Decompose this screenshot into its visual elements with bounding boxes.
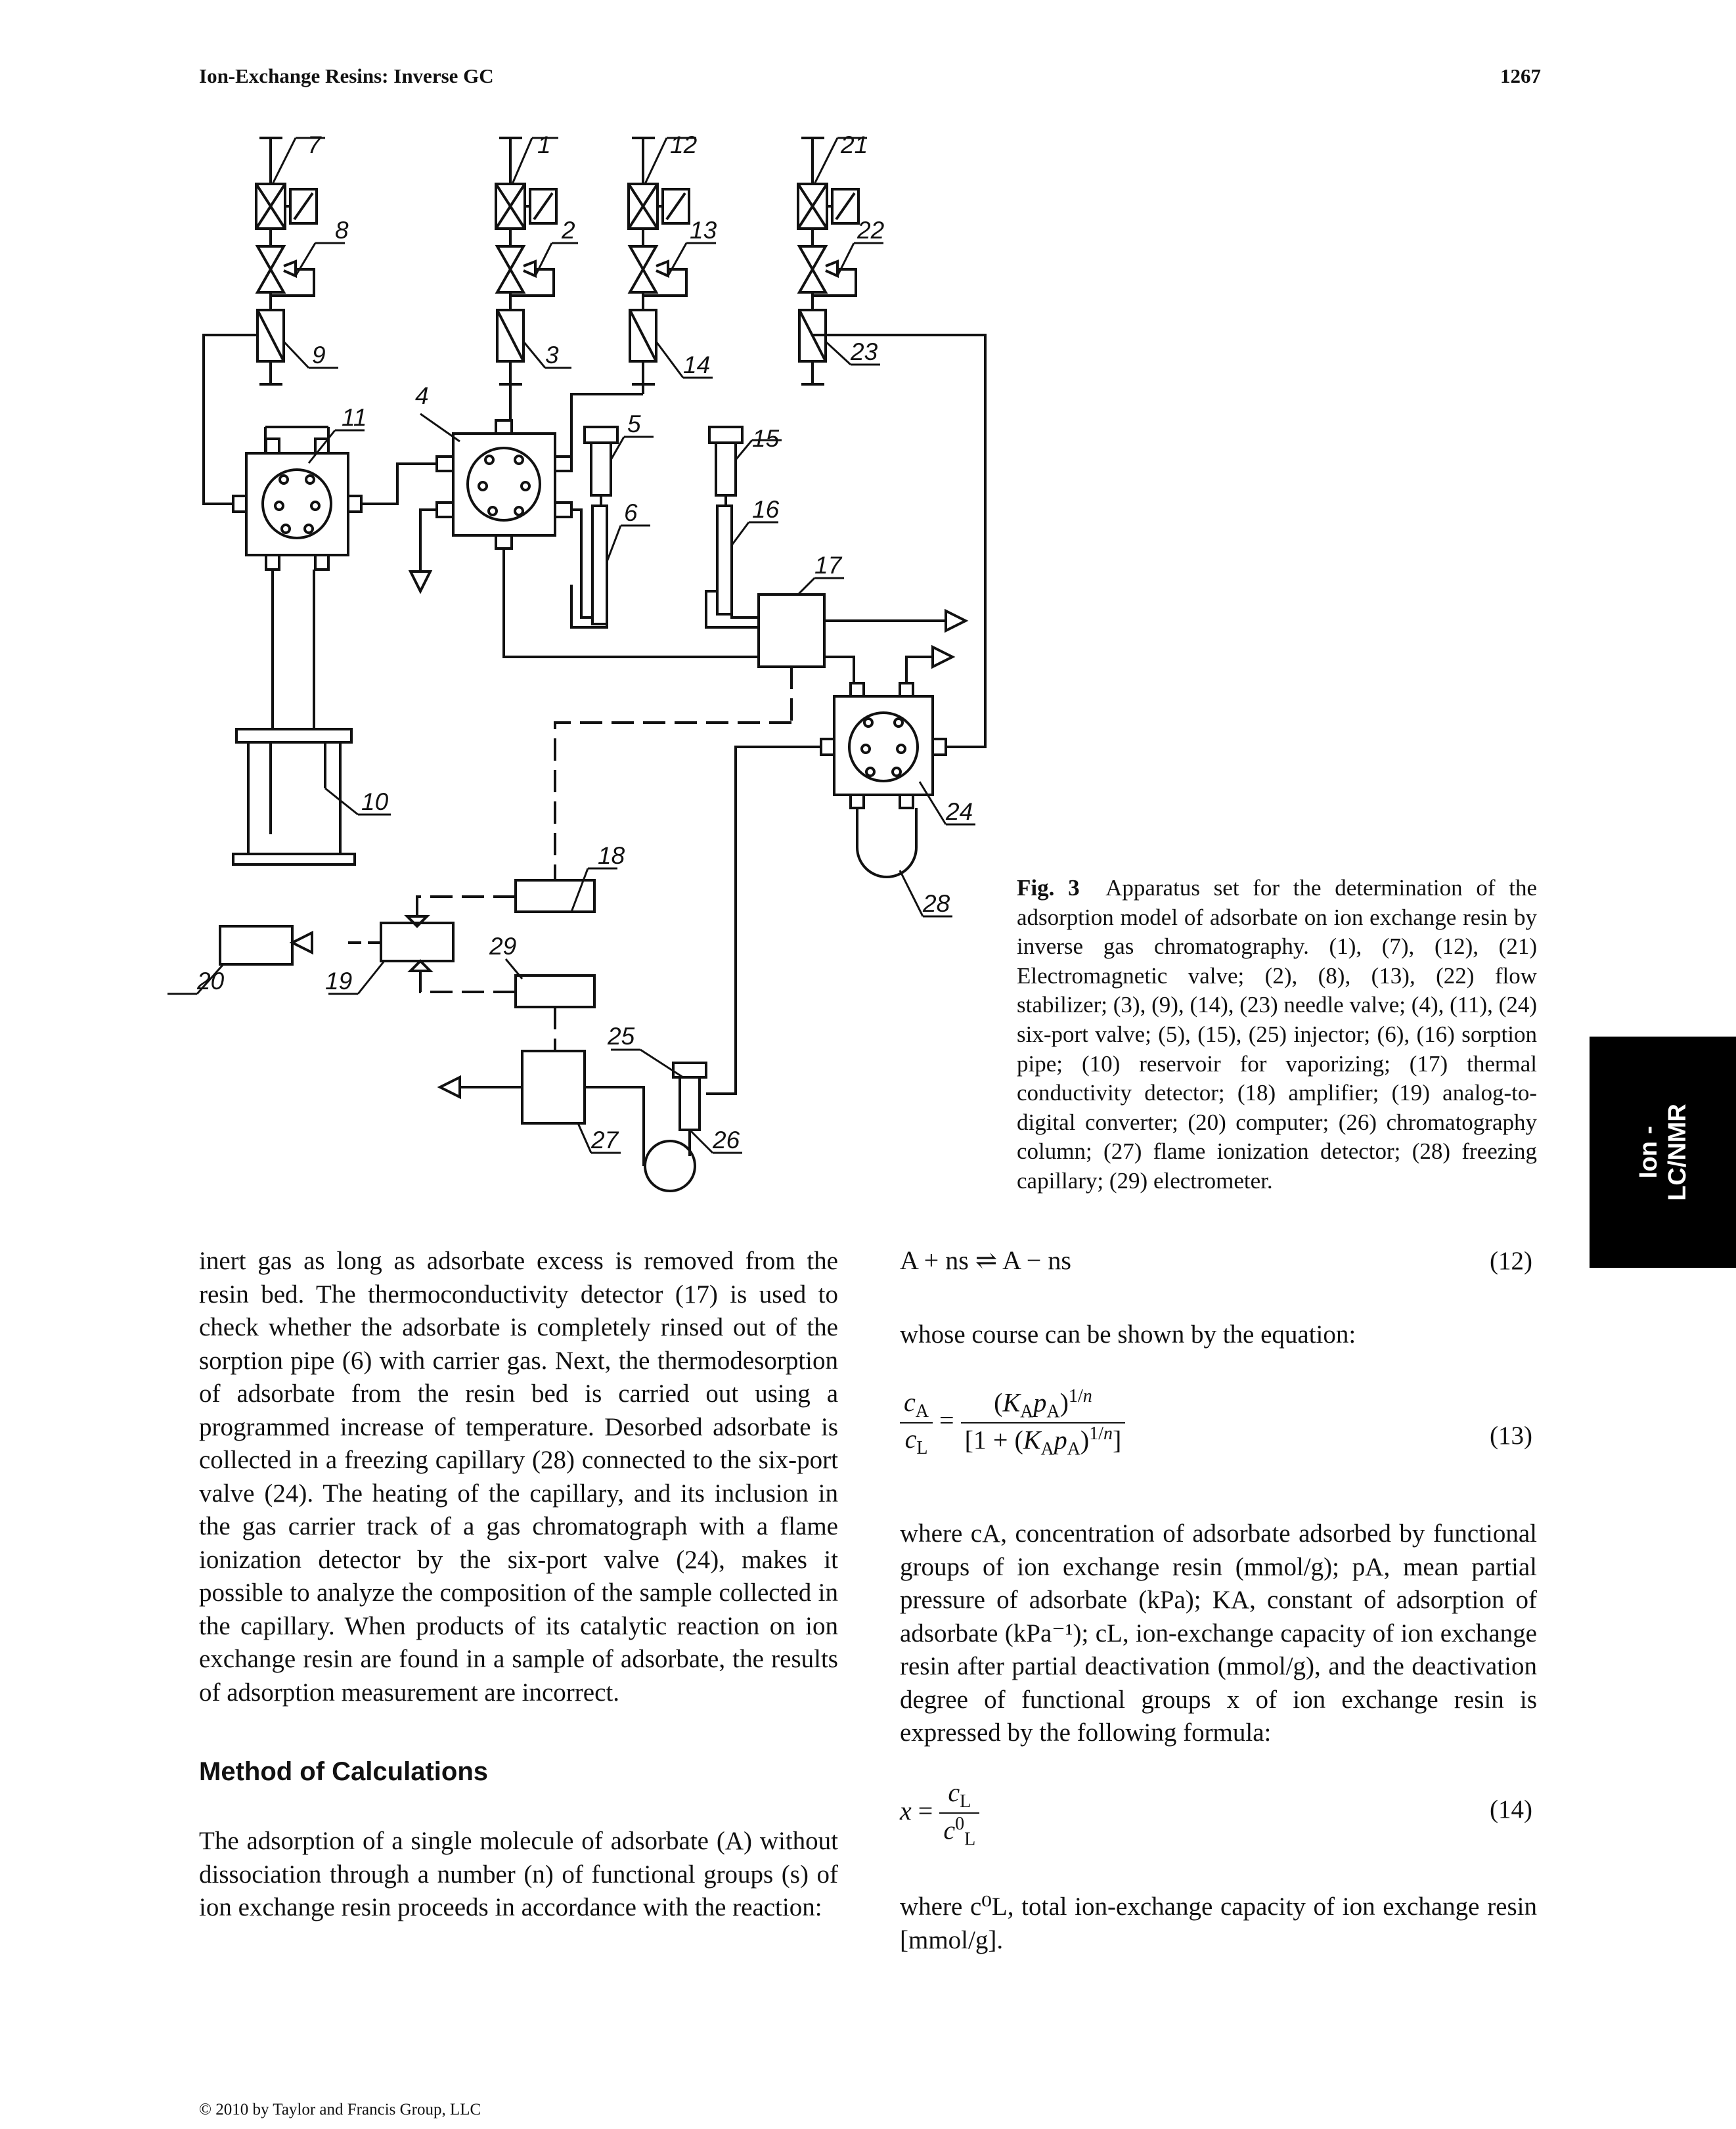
chromatography-column-26 [644, 1130, 696, 1192]
label-21: 21 [840, 131, 868, 158]
left-column: inert gas as long as adsorbate excess is… [199, 1245, 838, 1709]
computer-20-box [219, 925, 294, 966]
label-22: 22 [857, 217, 885, 244]
equation-14-number: (14) [1490, 1795, 1532, 1824]
label-13: 13 [690, 217, 717, 244]
equation-12: A + ns ⇌ A − ns [900, 1245, 1071, 1275]
sorption-pipe-6 [591, 504, 608, 625]
section-title: Method of Calculations [199, 1757, 488, 1786]
label-28: 28 [922, 890, 950, 917]
injector-15 [708, 426, 744, 506]
reservoir-10 [232, 570, 356, 866]
label-24: 24 [945, 798, 973, 825]
sorption-pipe-16 [716, 504, 733, 616]
valve-train-1-2-3 [495, 137, 558, 386]
text-total-capacity: where c⁰L, total ion-exchange capacity o… [900, 1893, 1537, 1954]
figure-caption: Fig. 3 Apparatus set for the determinati… [1017, 874, 1537, 1196]
label-17: 17 [814, 552, 843, 579]
thumb-tab-line-2: LC/NMR [1663, 1104, 1691, 1201]
apparatus-diagram: 7 8 9 1 2 3 12 13 14 21 22 23 4 11 5 6 1… [167, 131, 987, 1192]
paragraph-adsorption: The adsorption of a single molecule of a… [199, 1827, 838, 1921]
paragraph-thermodesorption: inert gas as long as adsorbate excess is… [199, 1247, 838, 1707]
six-port-valve-11 [232, 426, 363, 571]
text-course: whose course can be shown by the equatio… [900, 1320, 1356, 1349]
label-3: 3 [545, 342, 559, 369]
label-15: 15 [752, 425, 780, 452]
label-25: 25 [607, 1023, 635, 1050]
page-number: 1267 [1500, 64, 1541, 87]
copyright-footer: © 2010 by Taylor and Francis Group, LLC [199, 2101, 481, 2118]
valve-train-21-22-23 [797, 137, 860, 386]
label-4: 4 [415, 382, 429, 409]
label-6: 6 [624, 499, 638, 526]
equation-13-number: (13) [1490, 1422, 1532, 1450]
label-12: 12 [670, 131, 698, 158]
label-20: 20 [196, 968, 225, 995]
fid-27-box [521, 1050, 586, 1125]
valve-train-7-8-9 [255, 137, 318, 386]
equation-12-number: (12) [1490, 1247, 1532, 1275]
injector-25 [672, 1062, 707, 1131]
label-27: 27 [590, 1127, 619, 1154]
label-11: 11 [342, 404, 367, 431]
label-26: 26 [712, 1127, 740, 1154]
running-title: Ion-Exchange Resins: Inverse GC [199, 64, 494, 87]
label-7: 7 [307, 131, 322, 158]
label-8: 8 [335, 217, 349, 244]
text-where-variables: where cA, concentration of adsorbate ads… [900, 1519, 1537, 1747]
label-23: 23 [850, 338, 878, 365]
electrometer-29-box [514, 974, 596, 1008]
connecting-lines [202, 334, 987, 1166]
six-port-valve-24 [820, 682, 947, 878]
label-9: 9 [312, 342, 326, 369]
adc-19-box [380, 922, 455, 962]
thumb-tab-line-1: Ion - [1634, 1125, 1662, 1179]
label-10: 10 [361, 788, 389, 815]
label-2: 2 [561, 217, 575, 244]
label-18: 18 [598, 842, 625, 869]
valve-train-12-13-14 [627, 137, 690, 386]
label-19: 19 [325, 968, 352, 995]
detector-17-box [757, 593, 826, 668]
label-29: 29 [489, 933, 516, 960]
label-14: 14 [683, 351, 710, 378]
section-thumb-tab: Ion - LC/NMR [1590, 1037, 1736, 1268]
label-16: 16 [752, 496, 780, 523]
figure-caption-text: Apparatus set for the determination of t… [1017, 875, 1537, 1194]
figure-number: Fig. 3 [1017, 875, 1080, 901]
label-1: 1 [537, 131, 551, 158]
label-5: 5 [627, 411, 641, 437]
leader-lines [167, 137, 975, 1154]
injector-5 [583, 426, 619, 506]
